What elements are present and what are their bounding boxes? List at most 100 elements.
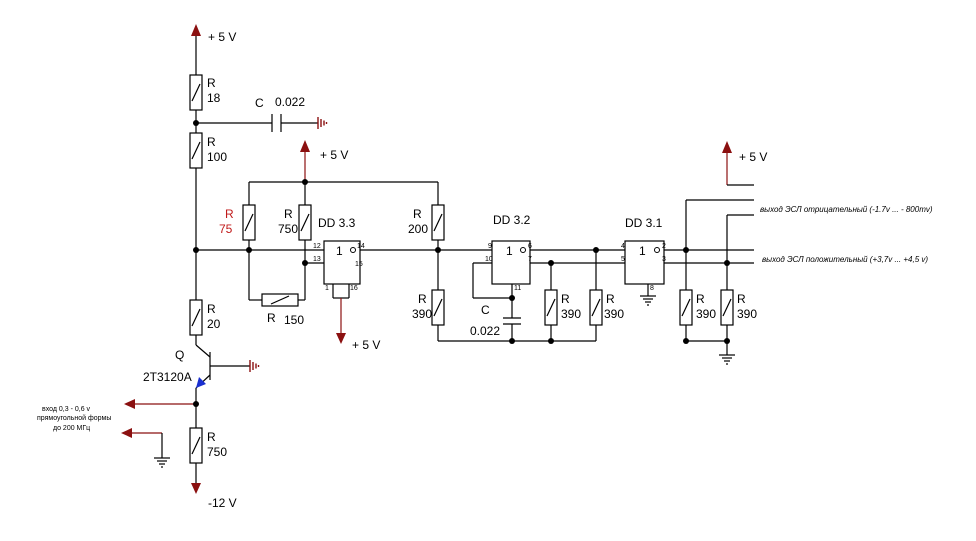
dd32-pin: 10 [485,256,493,263]
resistor-r200 [431,204,445,241]
r390b-ref: R [561,292,570,306]
r750b-ref: R [207,430,216,444]
input-arrow [124,399,135,409]
r150-value: 150 [284,313,304,327]
dd32-symbol: 1 [506,244,513,258]
dd31-pin: 8 [650,285,654,292]
r390e-ref: R [737,292,746,306]
dd32-pin: 7 [528,256,532,263]
supply-label-plus5-mid: + 5 V [320,148,348,162]
resistor-r390e [720,289,734,326]
output-positive-label: выход ЭСЛ положительный (+3,7v ... +4,5 … [762,255,928,264]
r390d-value: 390 [696,307,716,321]
transistor-emitter-arrow [196,377,206,388]
output-negative-label: выход ЭСЛ отрицательный (-1.7v ... - 800… [760,205,933,214]
wires [125,28,754,490]
dd33-pin: 15 [355,261,363,268]
dd33-pin: 16 [350,285,358,292]
r75-value: 75 [219,222,233,236]
chip-dd32 [491,240,531,285]
plus5-arrow-mid [300,140,310,152]
r390c-value: 390 [604,307,624,321]
resistor-r390a [431,289,445,326]
plus5-arrow-chip [336,333,346,344]
dd31-pin: 5 [621,256,625,263]
dd32-pin: 6 [528,243,532,250]
input-label-line3: до 200 МГц [53,425,90,432]
resistor-r390d [679,289,693,326]
dd31-pin: 4 [621,243,625,250]
labels: + 5 V + 5 V + 5 V + 5 V -12 V R 18 C 0.0… [37,30,933,510]
dd33-pin: 14 [357,243,365,250]
dd32-pin: 9 [488,243,492,250]
dd33-pin: 12 [313,243,321,250]
dd33-pin: 13 [313,256,321,263]
r18-value: 18 [207,91,221,105]
r150-ref: R [267,311,276,325]
resistor-r150 [261,293,299,307]
minus12-arrow [191,483,201,494]
input-label-line1: вход 0,3 - 0,6 v [42,406,91,413]
capacitor-c1 [271,114,282,132]
plus5-arrow-right [722,141,732,153]
resistor-r390c [589,289,603,326]
supply-label-plus5-top: + 5 V [208,30,236,44]
dd31-ground-icon [639,295,657,306]
resistor-r75 [242,204,256,241]
r750b-value: 750 [207,445,227,459]
r750a-value: 750 [278,222,298,236]
r390a-value: 390 [412,307,432,321]
chip-dd31 [624,240,665,285]
r390b-value: 390 [561,307,581,321]
supply-label-plus5-chip: + 5 V [352,338,380,352]
resistors [189,74,734,464]
r18-ref: R [207,76,216,90]
capacitor-c2 [503,317,521,325]
dd33-pin: 1 [325,285,329,292]
r390c-ref: R [606,292,615,306]
dd33-symbol: 1 [336,244,343,258]
resistor-r750b [189,427,203,464]
resistor-r18 [189,74,203,111]
resistor-r750a [298,204,312,241]
resistor-r100 [189,132,203,169]
r200-value: 200 [408,222,428,236]
r20-ref: R [207,302,216,316]
c1-value: 0.022 [275,95,305,109]
r390e-value: 390 [737,307,757,321]
r750a-ref: R [284,207,293,221]
dd31-name: DD 3.1 [625,216,663,230]
q-value: 2T3120A [143,370,192,384]
resistor-r20 [189,299,203,336]
dd31-symbol: 1 [639,244,646,258]
junctions [193,120,730,407]
dd33-name: DD 3.3 [318,216,356,230]
dd31-pin: 3 [662,256,666,263]
dd31-pin: 2 [662,243,666,250]
r20-value: 20 [207,317,221,331]
r390d-ref: R [696,292,705,306]
dd32-pin: 11 [514,285,521,292]
supply-arrows [121,24,732,494]
input-ground-arrow [121,428,132,438]
c2-value: 0.022 [470,324,500,338]
r100-value: 100 [207,150,227,164]
q-ref: Q [175,348,184,362]
c1-signal-ground [317,116,328,130]
r200-ref: R [413,207,422,221]
supply-label-minus12: -12 V [208,496,237,510]
r100-ref: R [207,135,216,149]
dd32-name: DD 3.2 [493,213,531,227]
r75-ref: R [225,207,234,221]
output-ground-icon [718,354,736,365]
c2-ref: C [481,303,490,317]
input-label-line2: прямоугольной формы [37,414,111,422]
base-signal-ground [249,359,260,373]
r390a-ref: R [418,292,427,306]
c1-ref: C [255,96,264,110]
chip-dd33 [323,240,361,285]
input-ground-icon [153,457,171,468]
resistor-r390b [544,289,558,326]
